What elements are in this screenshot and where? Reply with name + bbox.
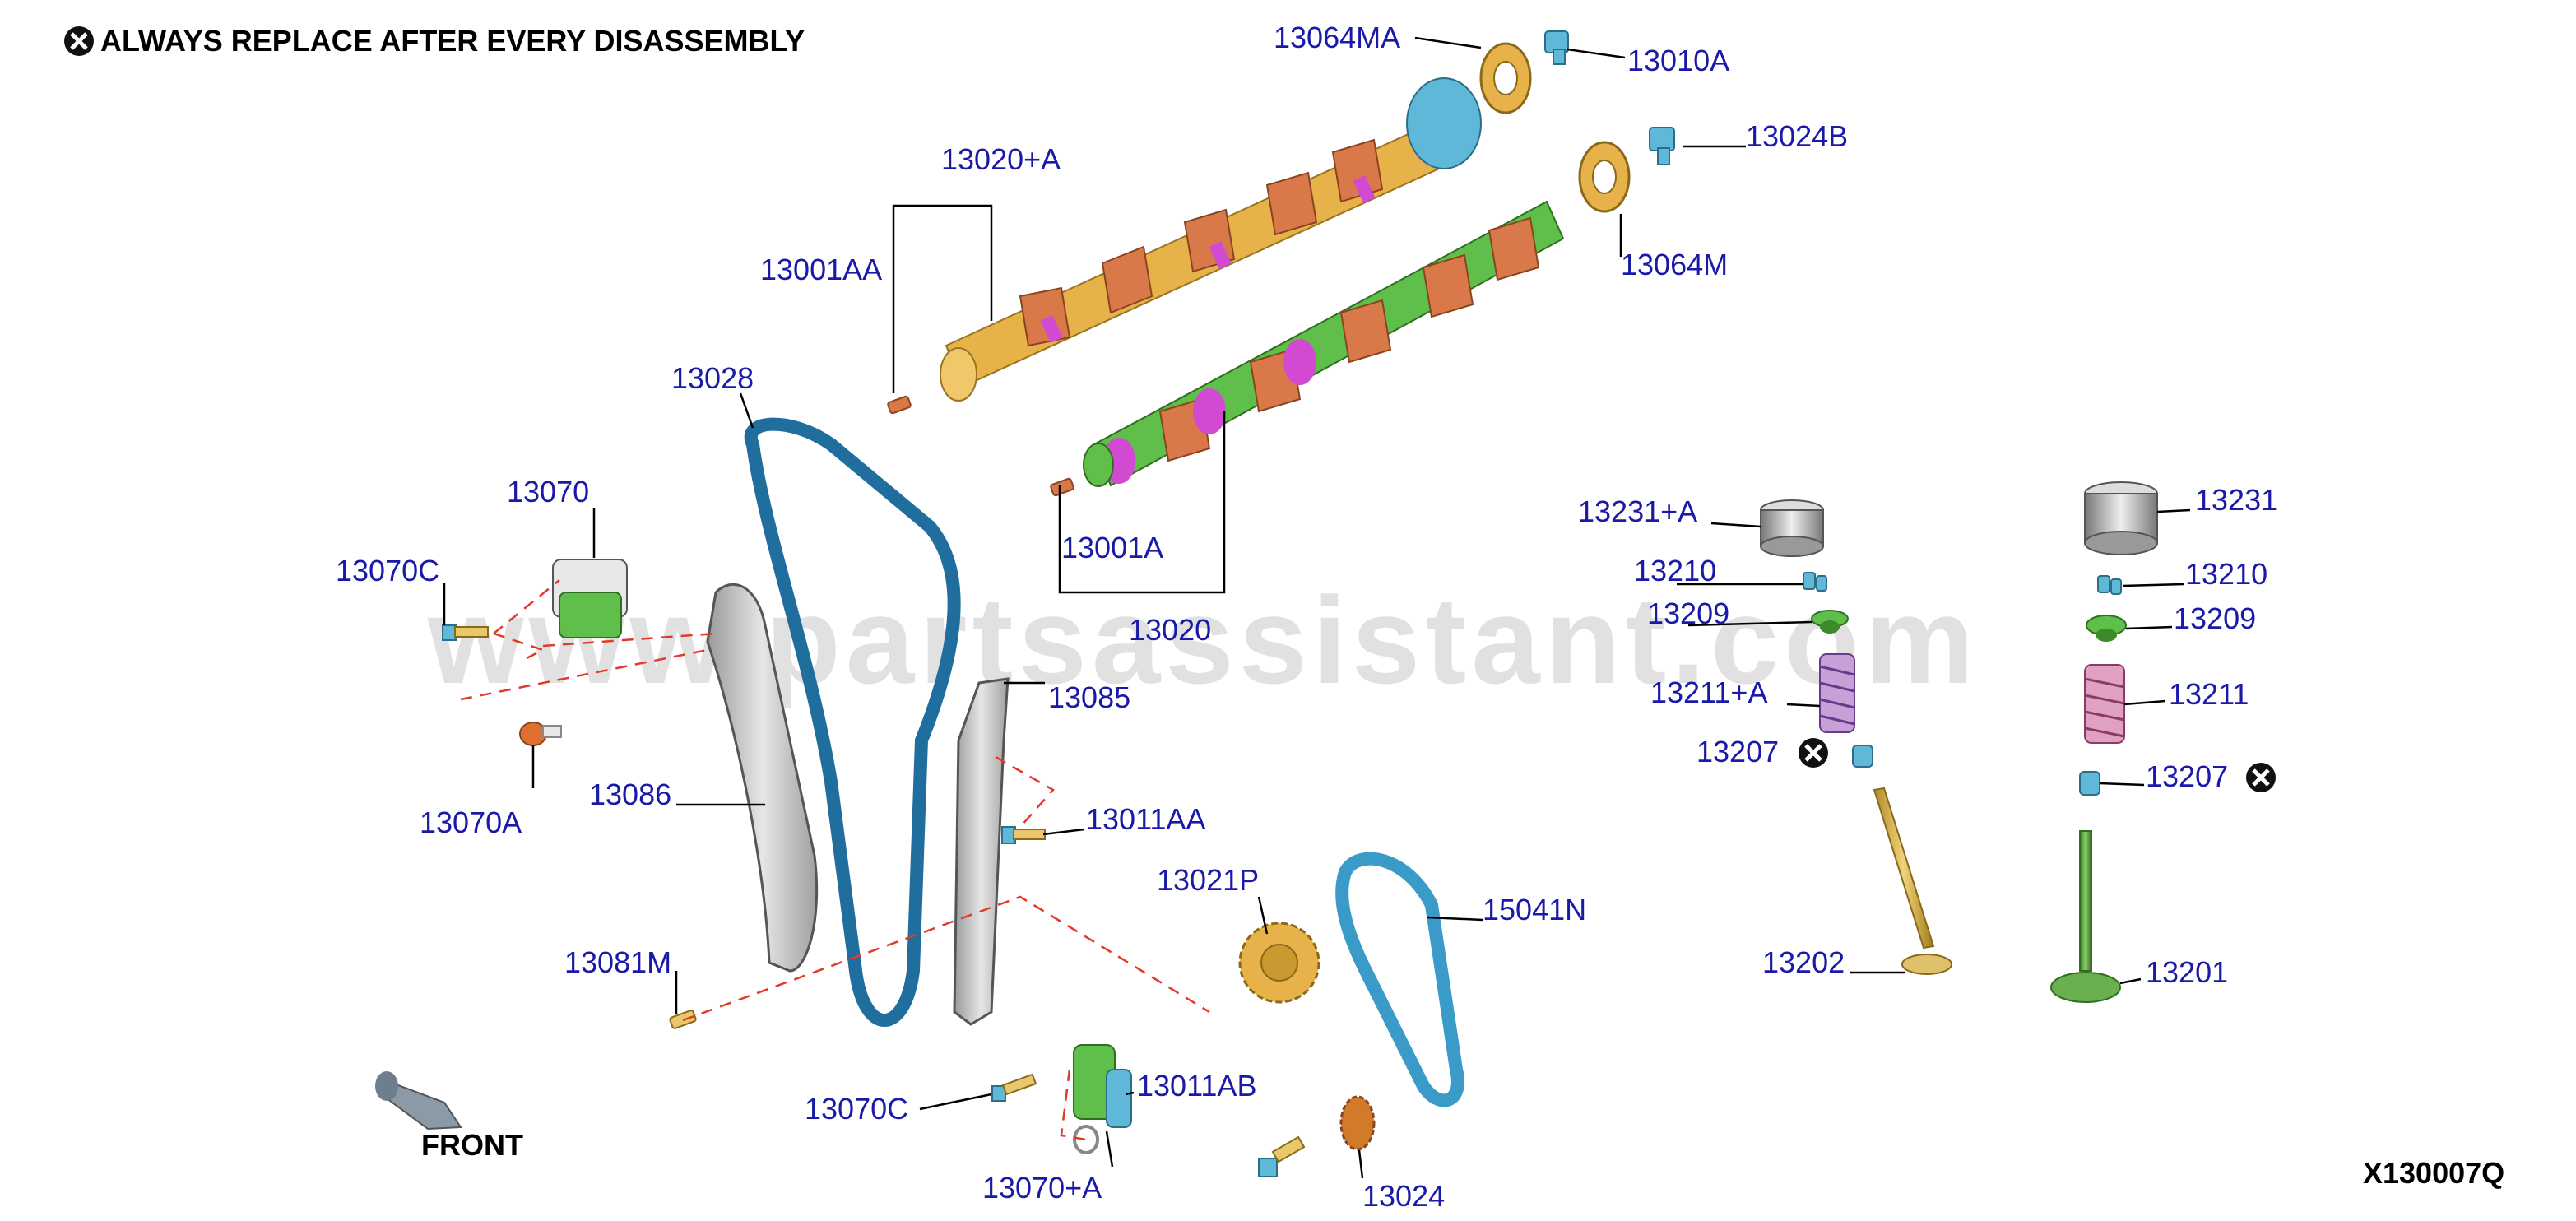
dowel-13001a-icon — [1050, 477, 1074, 497]
replace-mark-13207-right-icon — [2246, 763, 2276, 792]
label-13064ma: 13064MA — [1274, 21, 1400, 54]
front-label: FRONT — [421, 1128, 523, 1162]
valve-keepers-13210-right-icon — [2097, 575, 2122, 595]
tensioner-13070-icon — [552, 559, 628, 638]
replace-mark-13207-left-icon — [1799, 738, 1828, 768]
label-15041n: 15041N — [1483, 893, 1586, 926]
label-13011aa: 13011AA — [1086, 802, 1205, 836]
label-13081m: 13081M — [564, 945, 671, 979]
label-13207-right: 13207 — [2146, 759, 2228, 793]
label-13020: 13020 — [1129, 613, 1211, 647]
label-13028: 13028 — [671, 361, 754, 395]
camshaft-exhaust — [1083, 200, 1565, 487]
label-13021p: 13021P — [1157, 863, 1259, 897]
label-13070a: 13070A — [420, 805, 522, 839]
valve-seal-13207-left-icon — [1852, 745, 1873, 768]
replace-mark-icon — [64, 26, 94, 56]
label-13024: 13024 — [1362, 1179, 1445, 1213]
bucket-tappet-13231a-icon — [1760, 499, 1824, 557]
bolt-13070c-bottom-icon — [991, 1073, 1037, 1102]
spring-retainer-13209-left-icon — [1811, 610, 1849, 634]
label-13211: 13211 — [2169, 677, 2249, 711]
vct-unit-intake-icon — [1479, 42, 1532, 114]
valve-keepers-13210-left-icon — [1803, 572, 1827, 592]
label-13020plusa: 13020+A — [941, 142, 1061, 176]
label-13010a: 13010A — [1627, 44, 1729, 77]
vct-unit-exhaust-icon — [1578, 141, 1631, 213]
spring-retainer-13209-right-icon — [2086, 615, 2127, 642]
label-13211plusa: 13211+A — [1650, 675, 1767, 709]
camshaft-intake — [940, 77, 1482, 402]
bolt-13024b-icon — [1649, 127, 1675, 165]
assembly-dash-lines — [460, 579, 1210, 1141]
label-13011ab: 13011AB — [1137, 1069, 1256, 1103]
bolt-13010a-icon — [1544, 30, 1569, 65]
label-13001a: 13001A — [1061, 531, 1163, 564]
label-13001aa: 13001AA — [760, 253, 882, 286]
part-labels: 13064MA 13010A 13024B 13020+A 13001AA 13… — [336, 21, 2277, 1213]
label-13070c-bottom: 13070C — [805, 1092, 908, 1126]
fixed-guide-13085-icon — [953, 677, 1010, 1026]
oil-pump-sprocket-13024-icon — [1339, 1095, 1376, 1151]
label-13064m: 13064M — [1621, 248, 1728, 281]
bucket-tappet-13231-icon — [2084, 481, 2158, 555]
dowel-13001aa-icon — [887, 395, 912, 415]
label-13231: 13231 — [2195, 483, 2277, 517]
leader-lines — [443, 36, 2191, 1179]
label-13209-left: 13209 — [1647, 597, 1729, 630]
oil-pump-chain-icon — [1335, 852, 1464, 1107]
label-13024b: 13024B — [1746, 119, 1848, 153]
label-13070plusa: 13070+A — [982, 1171, 1102, 1205]
timing-chain-icon — [744, 417, 961, 1027]
valve-seal-13207-right-icon — [2079, 771, 2100, 796]
plunger-13070a-icon — [519, 722, 562, 746]
label-13201: 13201 — [2146, 955, 2228, 989]
label-13085: 13085 — [1048, 680, 1130, 714]
valve-spring-13211a-icon — [1819, 653, 1855, 733]
bolt-13011aa-icon — [1001, 826, 1046, 844]
crank-sprocket-13021p-icon — [1238, 922, 1320, 1004]
front-arrow-icon — [375, 1071, 462, 1130]
bolt-13011ab-icon — [1258, 1135, 1306, 1177]
exhaust-valve-13201-icon — [2050, 830, 2121, 1003]
label-13086: 13086 — [589, 778, 671, 811]
valve-spring-13211-icon — [2084, 664, 2125, 744]
notice-text: ALWAYS REPLACE AFTER EVERY DISASSEMBLY — [100, 24, 805, 58]
label-13231plusa: 13231+A — [1578, 494, 1697, 528]
tensioner-13070plusa-icon — [1073, 1044, 1132, 1154]
label-13210-left: 13210 — [1634, 554, 1716, 587]
bolt-13070c-top-icon — [442, 624, 489, 641]
intake-valve-13202-icon — [1873, 787, 1952, 975]
label-13070c-top: 13070C — [336, 554, 439, 587]
label-13210-right: 13210 — [2185, 557, 2267, 591]
label-13207-left: 13207 — [1696, 735, 1779, 768]
diagram-code: X130007Q — [2363, 1156, 2504, 1190]
label-13202: 13202 — [1762, 945, 1845, 979]
tensioner-guide-13086-icon — [706, 583, 819, 973]
watermark: www.partsassistant.com — [427, 571, 1979, 709]
label-13070: 13070 — [507, 475, 589, 508]
label-13209-right: 13209 — [2174, 601, 2256, 635]
